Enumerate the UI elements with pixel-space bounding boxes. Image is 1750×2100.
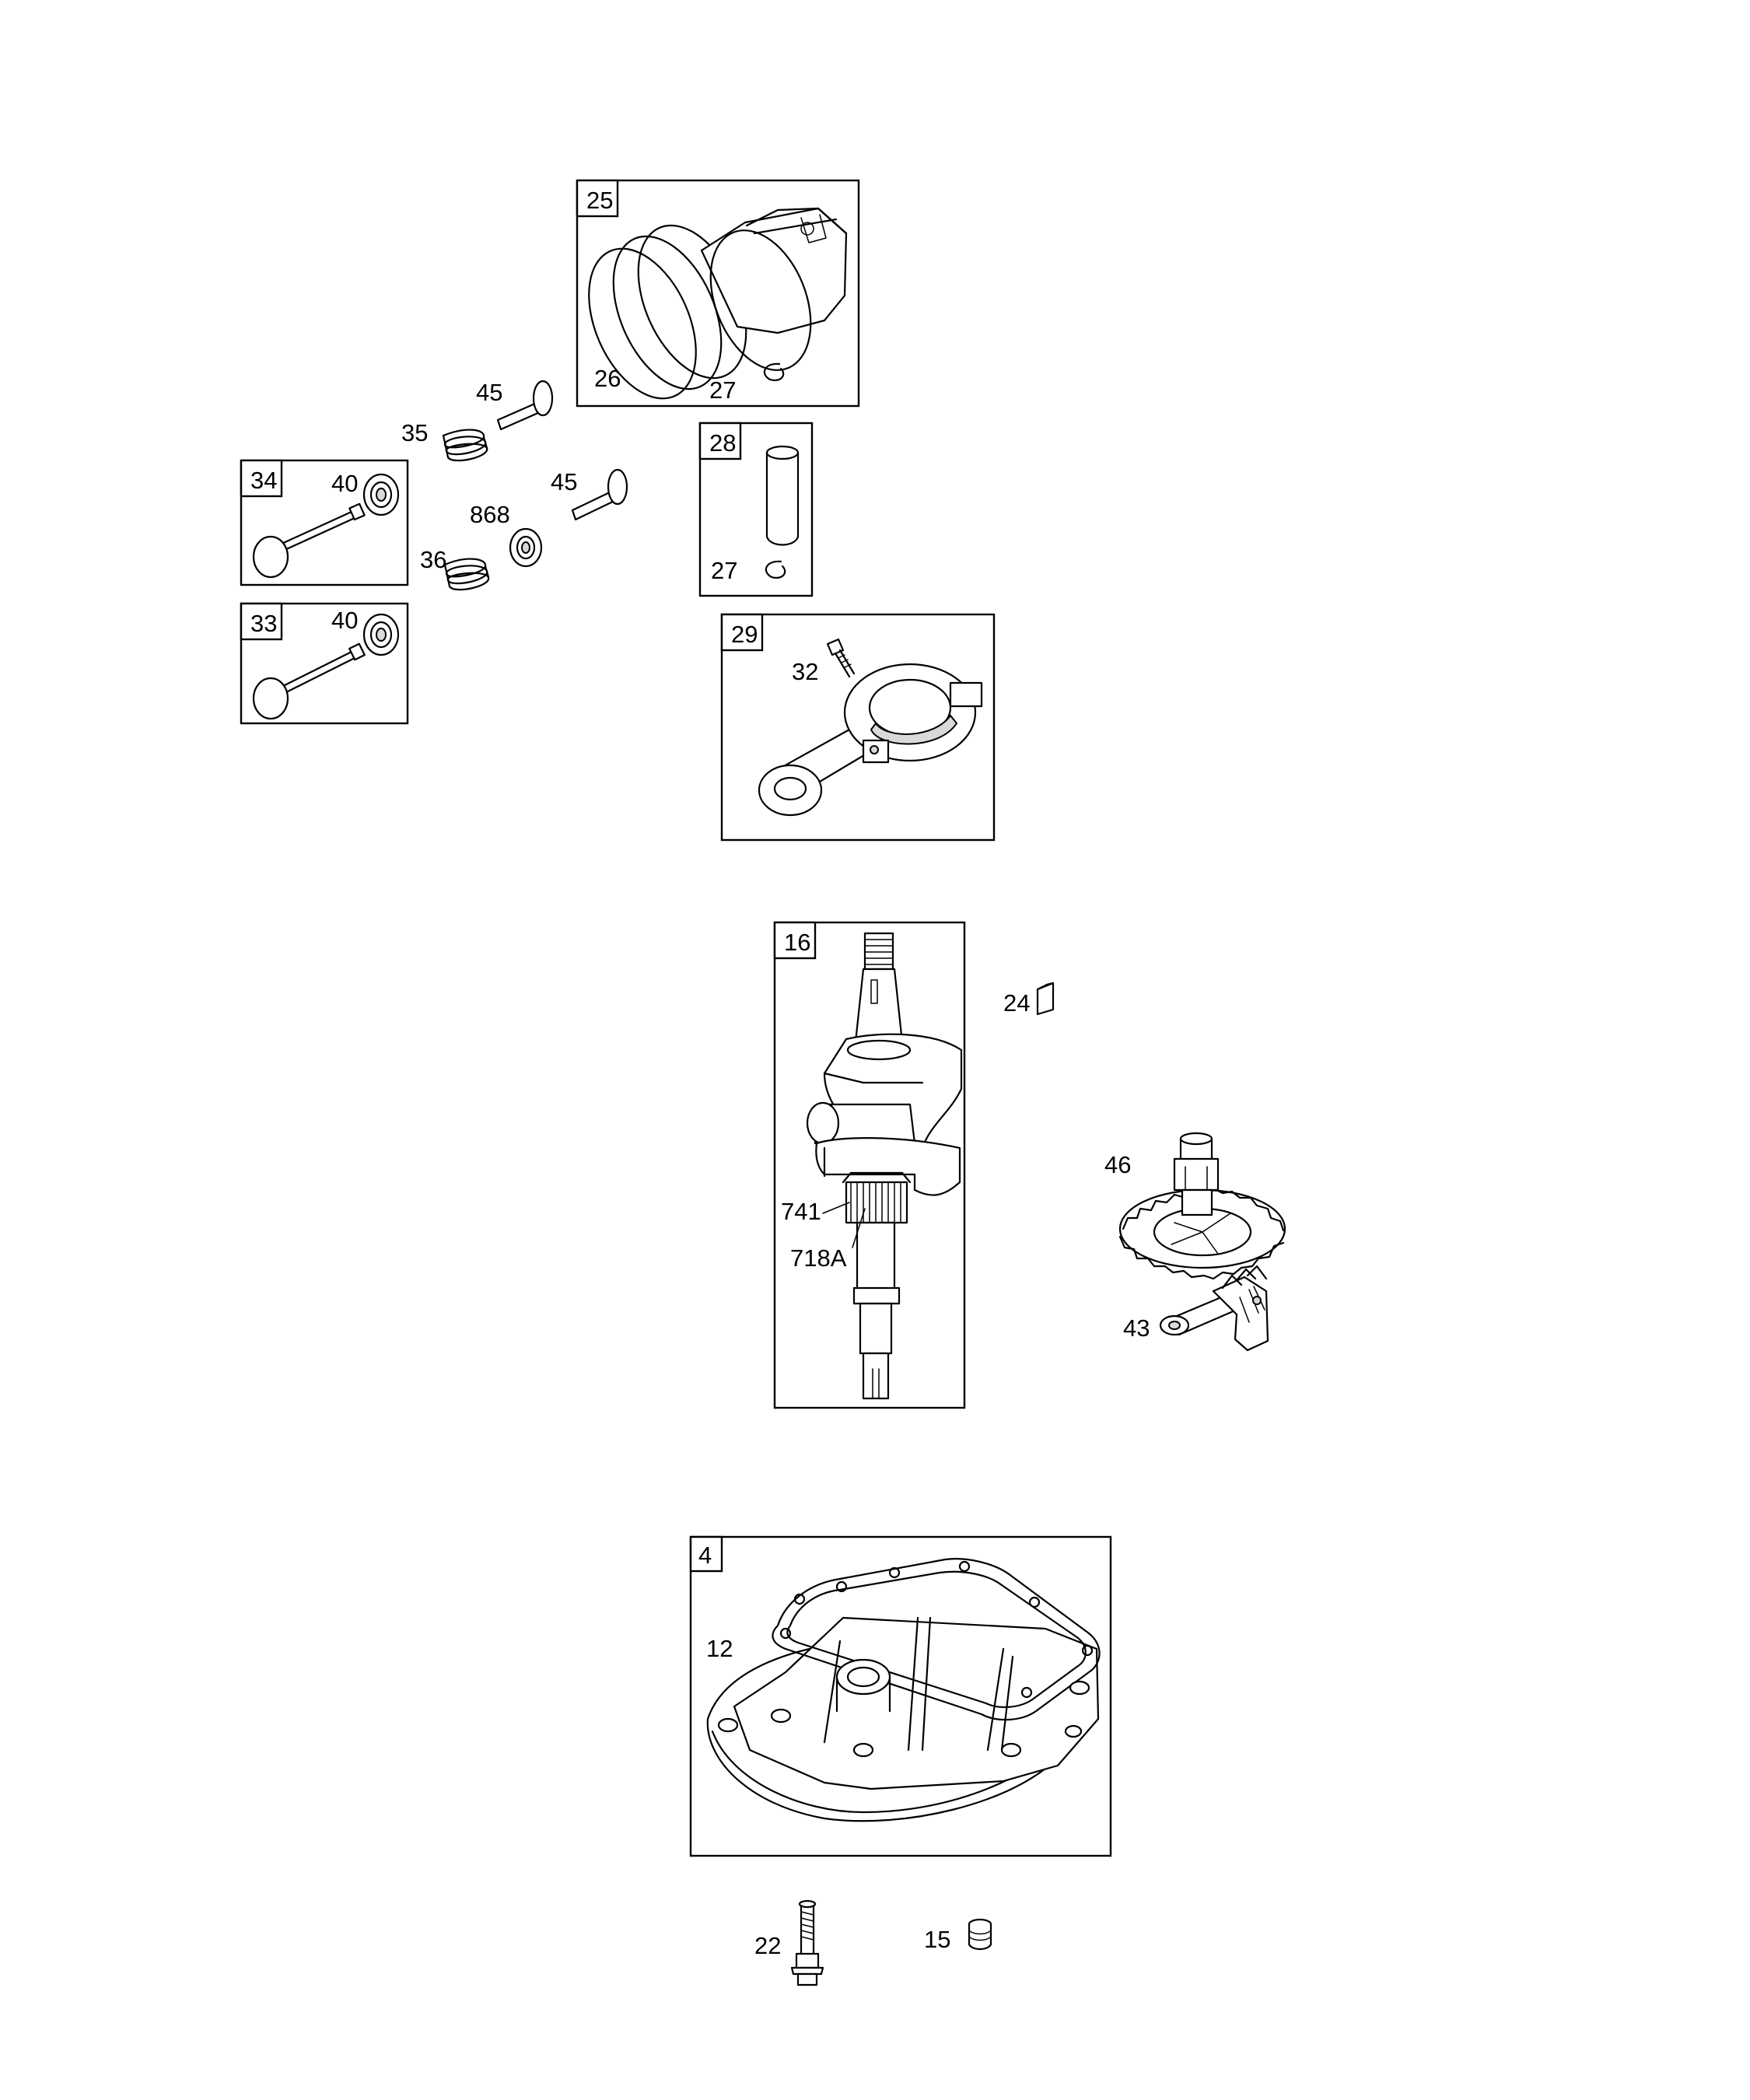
circlip-drawing — [765, 560, 786, 579]
part-number-43: 43 — [1123, 1314, 1150, 1342]
valve-drawing — [252, 642, 366, 720]
part-number-16: 16 — [784, 929, 810, 956]
crankshaft-drawing — [806, 932, 963, 1400]
part-number-40: 40 — [331, 607, 358, 634]
governor-43[interactable]: 43 — [1123, 1265, 1269, 1352]
part-number-25: 25 — [586, 187, 613, 214]
camshaft-drawing — [1118, 1132, 1286, 1280]
part-number-32: 32 — [792, 658, 818, 685]
plug-15[interactable]: 15 — [924, 1918, 992, 1953]
piston-pin-box-28[interactable]: 28 27 — [698, 422, 814, 597]
part-number-29: 29 — [731, 621, 758, 648]
leader-line-718a — [852, 1208, 866, 1248]
part-number-40: 40 — [331, 470, 358, 497]
part-number-24: 24 — [1003, 989, 1030, 1017]
valve-box-34[interactable]: 34 40 — [240, 459, 409, 586]
crankshaft-key-24[interactable]: 24 — [1003, 982, 1055, 1017]
piston-pin-drawing — [765, 445, 800, 546]
governor-drawing — [1159, 1265, 1269, 1352]
valve-seal-868[interactable]: 868 — [470, 501, 543, 568]
part-number-36: 36 — [420, 546, 446, 573]
valve-keeper-40-drawing — [362, 473, 400, 516]
part-number-46: 46 — [1104, 1151, 1131, 1178]
connecting-rod-drawing — [758, 663, 983, 817]
part-number-12: 12 — [706, 1635, 733, 1662]
plug-drawing — [968, 1918, 992, 1951]
part-number-22: 22 — [754, 1932, 781, 1959]
crankshaft-box-16[interactable]: 16 — [773, 921, 966, 1409]
valve-box-33[interactable]: 33 40 — [240, 602, 409, 725]
bolt-drawing — [790, 1899, 824, 1986]
circlip-drawing — [763, 362, 785, 381]
part-number-34: 34 — [250, 467, 277, 494]
part-number-45: 45 — [476, 379, 502, 406]
bolt-22[interactable]: 22 — [754, 1899, 824, 1986]
part-number-33: 33 — [250, 610, 277, 637]
piston-drawing — [700, 207, 848, 371]
part-number-26: 26 — [594, 365, 621, 392]
part-number-45: 45 — [551, 468, 577, 495]
part-number-27: 27 — [709, 376, 736, 404]
valve-spring-36[interactable]: 36 — [420, 546, 490, 591]
rod-bolt-32-drawing — [826, 638, 856, 678]
valve-spring-35[interactable]: 35 — [401, 419, 488, 462]
leader-line-741 — [822, 1202, 850, 1214]
part-number-741: 741 — [781, 1198, 821, 1225]
part-number-35: 35 — [401, 419, 428, 446]
connecting-rod-box-29[interactable]: 29 32 — [720, 613, 996, 842]
part-number-28: 28 — [709, 429, 736, 457]
part-number-4: 4 — [698, 1542, 712, 1569]
valve-tappet-45-upper[interactable]: 45 — [476, 379, 554, 431]
piston-assembly-box-25[interactable]: 25 26 27 — [568, 179, 860, 415]
camshaft-46[interactable]: 46 — [1104, 1132, 1286, 1280]
part-number-27: 27 — [711, 557, 737, 584]
valve-tappet-45-lower[interactable]: 45 — [551, 468, 628, 521]
part-number-15: 15 — [924, 1926, 950, 1953]
valve-keeper-40-drawing — [362, 613, 400, 656]
sump-box-4[interactable]: 4 — [689, 1535, 1112, 1857]
part-number-718a: 718A — [790, 1244, 847, 1272]
valve-drawing — [252, 502, 366, 579]
part-number-868: 868 — [470, 501, 510, 528]
sump-cover-drawing — [706, 1558, 1101, 1822]
